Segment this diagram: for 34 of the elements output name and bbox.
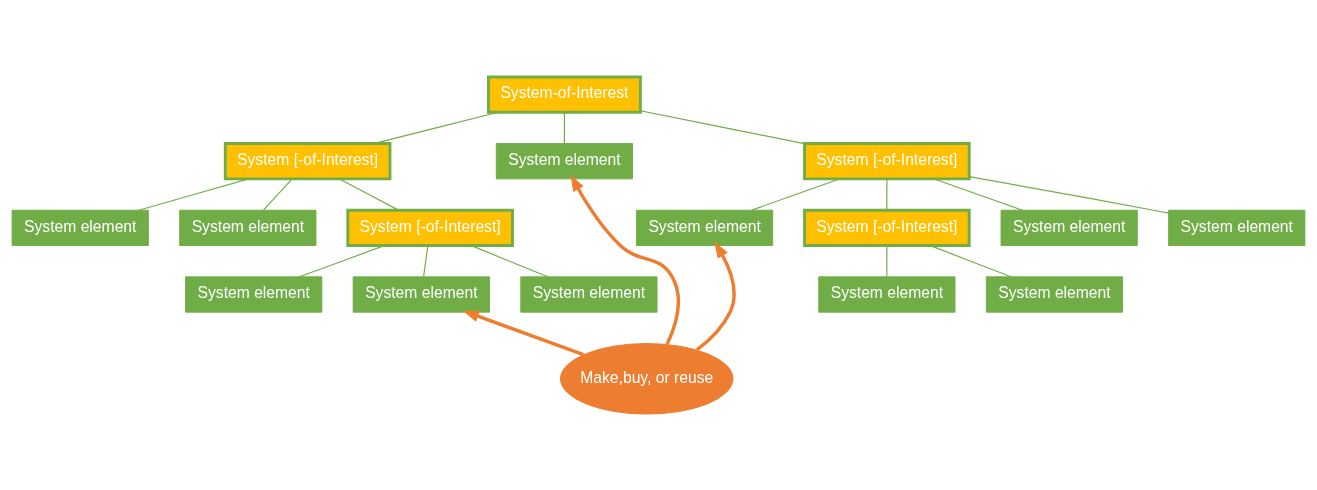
connector (886, 178, 888, 210)
connector (263, 178, 293, 210)
node-box: System element (635, 209, 774, 246)
node-box: System [-of-Interest] (803, 208, 971, 247)
node-box: System element (1000, 209, 1138, 246)
node-box: System element (985, 275, 1124, 313)
connector (338, 177, 399, 211)
node-box: System [-of-Interest] (803, 141, 971, 180)
node-box: System-of-Interest (486, 74, 642, 114)
node-box: System element (495, 142, 633, 179)
connector (929, 244, 1012, 277)
node-box: System element (11, 209, 149, 246)
connector (423, 244, 429, 277)
connector (470, 244, 549, 277)
arrow (695, 240, 736, 351)
arrow (462, 309, 584, 356)
node-box: System element (179, 209, 317, 246)
connector (298, 244, 385, 277)
connector (639, 109, 805, 144)
node-box: System element (185, 275, 323, 313)
connector (968, 175, 1170, 214)
node-box: System element (352, 275, 490, 313)
node-box: System element (818, 275, 956, 313)
connector (751, 177, 841, 211)
connector (563, 111, 565, 144)
node-box: System [-of-Interest] (346, 208, 514, 247)
node-ellipse: Make,buy, or reuse (560, 342, 734, 415)
connector (886, 244, 888, 277)
connector (138, 177, 250, 211)
arrow (570, 174, 680, 345)
node-box: System element (1168, 209, 1306, 246)
node-box: System element (520, 275, 658, 313)
connector (933, 177, 1023, 211)
node-box: System [-of-Interest] (223, 141, 392, 180)
